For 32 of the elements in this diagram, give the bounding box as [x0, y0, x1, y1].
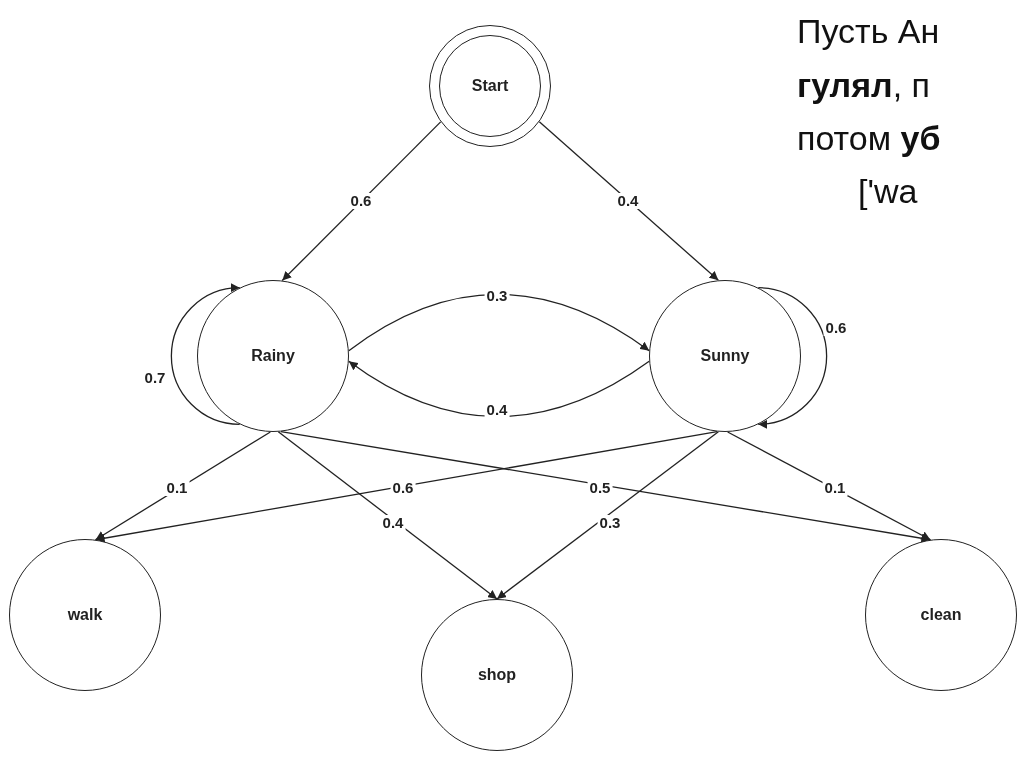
- probability-label: 0.1: [822, 480, 848, 496]
- arrow: [281, 121, 442, 282]
- arrow: [277, 431, 498, 600]
- probability-label: 0.3: [597, 515, 623, 531]
- probability-label: 0.4: [380, 515, 406, 531]
- text-line: Пусть Ан: [797, 12, 940, 50]
- curved-arrow: [348, 293, 650, 352]
- probability-label: 0.6: [348, 193, 374, 209]
- arrow: [94, 430, 718, 543]
- text-line: потом уб: [797, 119, 941, 157]
- probability-label: 0.1: [164, 480, 190, 496]
- probability-label: 0.6: [823, 320, 849, 336]
- probability-label: 0.6: [390, 480, 416, 496]
- state-label: walk: [67, 606, 103, 624]
- probability-label: 0.4: [484, 402, 510, 418]
- self-loop-arrow: [170, 283, 241, 425]
- curved-arrow: [348, 360, 650, 418]
- state-label: Rainy: [251, 347, 295, 365]
- self-loop-arrow: [757, 287, 828, 429]
- text-line: ['wa: [858, 172, 918, 210]
- state-label: shop: [477, 666, 517, 684]
- state-label: Start: [471, 77, 509, 95]
- probability-label: 0.7: [142, 370, 168, 386]
- arrow: [538, 121, 720, 281]
- state-label: Sunny: [700, 347, 750, 365]
- probability-label: 0.4: [615, 193, 641, 209]
- state-label: clean: [920, 606, 962, 624]
- probability-label: 0.3: [484, 288, 510, 304]
- probability-label: 0.5: [587, 480, 613, 496]
- text-line: гулял, п: [797, 66, 930, 104]
- arrow: [727, 431, 932, 541]
- arrow: [496, 431, 720, 600]
